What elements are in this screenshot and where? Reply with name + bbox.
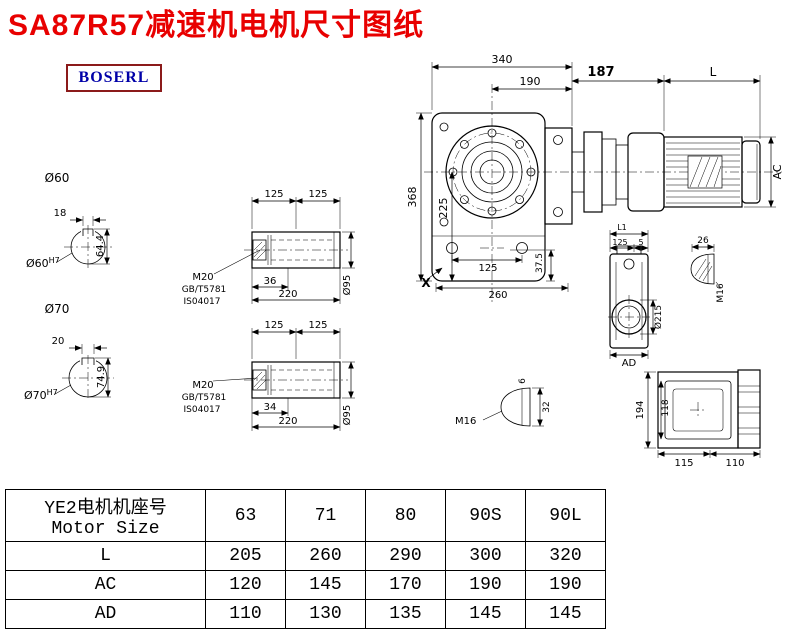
dim-125-right: 125: [308, 320, 327, 331]
dim-AD: AD: [622, 358, 637, 369]
header-line1: YE2电机机座号: [44, 498, 167, 519]
motor-side-view: 187 L AC: [571, 65, 784, 213]
dim-dia-95: Ø95: [341, 405, 353, 426]
dim-height-368: 368: [406, 187, 419, 208]
dim-length-220: 220: [278, 289, 297, 300]
row-label-AD: AD: [5, 599, 206, 629]
dim-flange-dia-215: Ø215: [653, 305, 664, 329]
dim-side-5: 5: [638, 238, 643, 247]
cell-AC-63: 120: [205, 570, 286, 600]
gearbox-front-view: X 340 190 368 225 37.5 125 260: [406, 53, 573, 301]
shaft-end-view-70: Ø70 20 74.9 Ø70H7: [24, 302, 114, 402]
cell-L-63: 205: [205, 541, 286, 571]
cell-L-90S: 300: [445, 541, 526, 571]
cell-AC-71: 145: [285, 570, 366, 600]
gearbox-side-view: L1 125 5 Ø215 AD: [608, 223, 664, 369]
cell-AC-80: 170: [365, 570, 446, 600]
cell-AD-71: 130: [285, 599, 366, 629]
shaft-end-view-60: Ø60 18 64.4 Ø60H7: [26, 171, 112, 270]
dim-rear-inner-118: 118: [661, 399, 671, 416]
view-label-x: X: [421, 276, 431, 290]
dim-plug-26: 26: [697, 236, 709, 246]
dim-key-length-34: 34: [264, 402, 277, 413]
size-col-header-90S: 90S: [445, 489, 526, 542]
row-label-AC: AC: [5, 570, 206, 600]
table-row-AD: AD 110 130 135 145 145: [5, 599, 606, 629]
table-row-L: L 205 260 290 300 320: [5, 541, 606, 571]
dim-side-125: 125: [612, 238, 627, 247]
key-section-detail: 6 32 M16: [455, 378, 552, 427]
hollow-shaft-detail-bottom: 125 125 M20 GB/T5781 IS04017 34 220 Ø95: [182, 320, 355, 431]
dim-height-64-4: 64.4: [95, 235, 106, 257]
dim-rear-height-194: 194: [635, 400, 646, 419]
dim-rear-115: 115: [674, 458, 693, 469]
dim-base-260: 260: [488, 290, 507, 301]
dim-foot-37-5: 37.5: [535, 253, 545, 273]
label-thread-m20: M20: [192, 272, 213, 283]
cell-L-80: 290: [365, 541, 446, 571]
motor-rear-view: 194 118 115 110: [635, 369, 761, 469]
cell-AD-80: 135: [365, 599, 446, 629]
cell-AC-90S: 190: [445, 570, 526, 600]
dim-length-220: 220: [278, 416, 297, 427]
dim-rear-110: 110: [725, 458, 744, 469]
cell-L-71: 260: [285, 541, 366, 571]
bore-value: Ø70: [24, 389, 47, 402]
dim-motor-length-L: L: [710, 65, 717, 79]
hollow-shaft-detail-top: 125 125 M20 GB/T5781 IS04017 36 220 Ø95: [182, 189, 355, 307]
motor-size-header-cell: YE2电机机座号 Motor Size: [5, 489, 206, 542]
label-thread-m20: M20: [192, 380, 213, 391]
header-line2: Motor Size: [51, 518, 160, 539]
cell-AD-63: 110: [205, 599, 286, 629]
dim-shaft70-diameter: Ø70: [45, 302, 70, 316]
dim-keyway-width-18: 18: [54, 208, 67, 219]
dim-key-depth-6: 6: [518, 378, 528, 384]
shaft-plug-detail: 26 M16: [690, 236, 726, 303]
dim-axis-height-225: 225: [437, 198, 450, 219]
bore-tolerance: H7: [47, 388, 58, 397]
cell-AD-90L: 145: [525, 599, 606, 629]
label-standard-gb: GB/T5781: [182, 393, 227, 403]
dim-bore-60H7: Ø60H7: [26, 256, 60, 270]
technical-drawing: Ø60 18 64.4 Ø60H7 Ø70: [24, 53, 784, 469]
dim-125-left: 125: [264, 320, 283, 331]
dim-keyway-width-20: 20: [52, 336, 65, 347]
motor-size-table: YE2电机机座号 Motor Size 63 71 80 90S 90L L 2…: [5, 489, 606, 629]
dim-height-74-9: 74.9: [96, 366, 107, 388]
dim-key-length-36: 36: [264, 276, 277, 287]
brand-logo: BOSERL: [66, 64, 162, 92]
dim-L1: L1: [617, 223, 627, 232]
table-row-AC: AC 120 145 170 190 190: [5, 570, 606, 600]
dim-125-right: 125: [308, 189, 327, 200]
dim-adapter-187: 187: [587, 65, 614, 80]
label-standard-iso: IS04017: [184, 297, 221, 307]
dim-dia-95: Ø95: [341, 275, 353, 296]
cell-AC-90L: 190: [525, 570, 606, 600]
dim-bore-70H7: Ø70H7: [24, 388, 58, 402]
dim-key-width-32: 32: [542, 401, 552, 412]
cell-AD-90S: 145: [445, 599, 526, 629]
row-label-L: L: [5, 541, 206, 571]
bore-value: Ø60: [26, 257, 49, 270]
page-title: SA87R57减速机电机尺寸图纸: [8, 9, 425, 42]
label-thread-m16: M16: [716, 283, 726, 302]
label-standard-iso: IS04017: [184, 405, 221, 415]
label-standard-gb: GB/T5781: [182, 285, 227, 295]
dim-shaft60-diameter: Ø60: [45, 171, 70, 185]
dim-125-left: 125: [264, 189, 283, 200]
table-header-row: YE2电机机座号 Motor Size 63 71 80 90S 90L: [5, 489, 606, 542]
size-col-header-80: 80: [365, 489, 446, 542]
label-thread-m16: M16: [455, 416, 476, 427]
size-col-header-63: 63: [205, 489, 286, 542]
size-col-header-71: 71: [285, 489, 366, 542]
size-col-header-90L: 90L: [525, 489, 606, 542]
dim-hole-span-125: 125: [478, 263, 497, 274]
cell-L-90L: 320: [525, 541, 606, 571]
dim-width-340: 340: [492, 53, 513, 66]
bore-tolerance: H7: [49, 256, 60, 265]
dim-offset-190: 190: [520, 75, 541, 88]
dim-motor-dia-AC: AC: [771, 164, 784, 179]
